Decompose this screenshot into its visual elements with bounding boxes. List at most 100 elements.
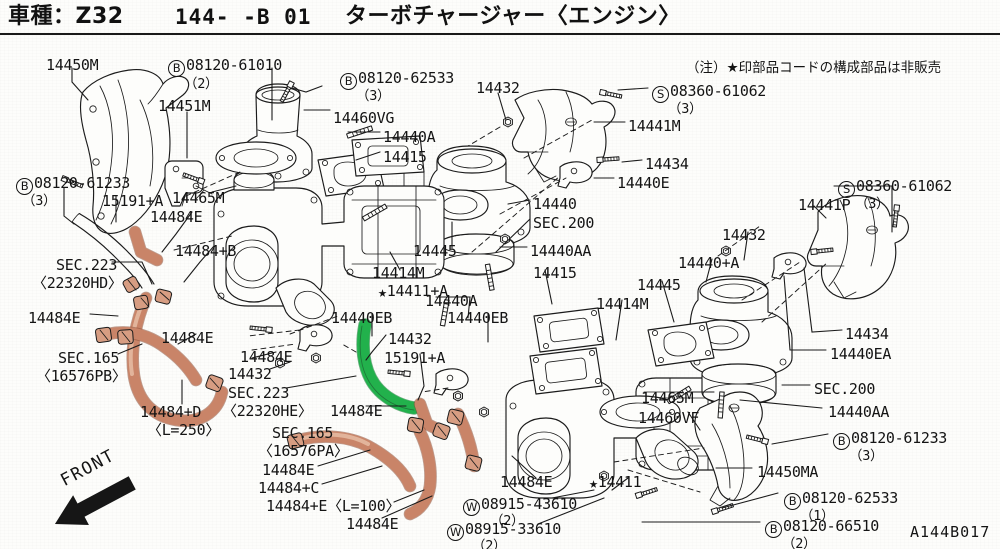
part-14441m-turbo-heat-shield [511,88,616,183]
part-number-14440EB: 14440EB [447,309,509,327]
part-14440eb-bracket-lh [297,324,333,352]
part-number-14484E: 14484E [28,309,81,327]
part-number-14440: 14440 [533,195,577,213]
part-number-14440AA: 14440AA [828,403,890,421]
fastener-class-b-icon: B [765,521,782,538]
part-number-14440A: 14440A [383,128,436,146]
part-number-14484C: 14484+C [258,479,320,497]
fastener-number: 08360-61062 [856,177,953,195]
diagram-title-bar: 車種：Z32 144- -B 01 ターボチャージャー〈エンジン〉 [0,0,1000,35]
fastener-class-w-icon: W [447,524,464,541]
quantity-label: （2） [782,536,817,549]
part-14445-gasket-lh [404,200,452,244]
quantity-label: （3） [855,196,890,212]
part-number-14445: 14445 [637,276,681,294]
part-number-14484D: 14484+D [140,403,202,421]
part-14484e-hose-lower-center-2 [403,425,437,521]
part-number-14414M: 14414M [596,295,649,313]
part-number-14484EL100: 14484+E〈L=100〉 [266,497,401,515]
part-number-14451M: 14451M [158,97,211,115]
fastener-number: 08120-62533 [358,69,455,87]
part-14411a-turbocharger-lh [213,169,445,326]
section-reference-SEC165: SEC.165 [272,424,334,442]
part-number-14440EB: 14440EB [331,309,393,327]
quantity-label: （1） [800,508,835,524]
part-number-14465M: 14465M [641,389,694,407]
section-reference-16576PA: 〈16576PA〉 [258,442,349,460]
fastener-class-b-icon: B [16,178,33,195]
part-number-14440A: 14440A [425,292,478,310]
fastener-class-b-icon: B [168,60,185,77]
part-number-14432: 14432 [388,330,432,348]
fastener-class-b-icon: B [784,493,801,510]
fastener-number: 08120-66510 [783,517,880,535]
part-number-15191A: 15191+A [384,349,446,367]
section-reference-22320HD: 〈22320HD〉 [32,274,123,292]
fastener-number: 08915-33610 [465,520,562,538]
part-number-14411A-nonsale: ★14411+A [378,283,448,300]
part-14440ea-bracket [771,252,807,280]
part-number-14460VG: 14460VG [333,109,395,127]
part-14451m-bracket [164,160,204,207]
part-number-14450M: 14450M [46,56,99,74]
part-number-14415: 14415 [533,264,577,282]
fastener-class-b-icon: B [340,73,357,90]
part-14440eb-bracket-center [433,368,469,396]
part-15191a-elbow-left [128,225,164,267]
part-number-14432: 14432 [228,365,272,383]
title-divider-rule [0,33,1000,35]
quantity-label: （3） [22,193,57,209]
fastener-number: 08360-61062 [670,82,767,100]
part-14415-gasket-plates-center [529,307,605,395]
part-14450m-heat-shield [79,69,190,234]
fastener-class-s-icon: S [838,181,855,198]
section-reference-SEC223: SEC.223 [228,384,290,402]
section-reference-SEC165: SEC.165 [58,349,120,367]
part-number-14432: 14432 [722,226,766,244]
part-number: 14411+A [386,282,448,300]
quantity-label: （3） [356,88,391,104]
part-number-14484E: 14484E [150,208,203,226]
assembly-name-label: ターボチャージャー〈エンジン〉 [345,4,681,29]
part-number-14484E: 14484E [262,461,315,479]
non-sale-note: （注）★印部品コードの構成部品は非販売 [686,60,942,76]
quantity-label: （2） [184,76,219,92]
quantity-label: （2） [472,538,507,549]
part-number-14441P: 14441P [798,196,851,214]
part-number-14484E: 14484E [330,402,383,420]
fastener-class-b-icon: B [833,433,850,450]
quantity-label: （2） [490,513,525,529]
section-reference-SEC200: SEC.200 [814,380,876,398]
part-number-14484E: 14484E [500,473,553,491]
fastener-class-s-icon: S [652,86,669,103]
part-14440e-bracket [557,161,593,189]
fastener-number: 08120-62533 [802,489,899,507]
quantity-label: （3） [849,448,884,464]
part-number-14414M: 14414M [372,264,425,282]
quantity-label: （3） [668,101,703,117]
part-number-14441M: 14441M [628,117,681,135]
part-14415-gasket-lh-turbine [351,135,425,177]
fastener-number: 08120-61233 [851,429,948,447]
non-sale-star-icon: ★ [378,283,387,301]
part-number-14434: 14434 [845,325,889,343]
part-number: 14411 [597,473,642,491]
part-number-15191A: 15191+A [102,192,164,210]
part-number-14440A: 14440+A [678,254,740,272]
vehicle-model-label: 車種：Z32 [8,4,124,29]
section-reference-16576PB: 〈16576PB〉 [36,367,127,385]
section-reference-SEC200: SEC.200 [533,214,595,232]
non-sale-star-icon: ★ [589,474,598,492]
part-number-14484E: 14484E [161,329,214,347]
part-number-14440AA: 14440AA [530,242,592,260]
part-number-L250: 〈L=250〉 [147,421,221,439]
